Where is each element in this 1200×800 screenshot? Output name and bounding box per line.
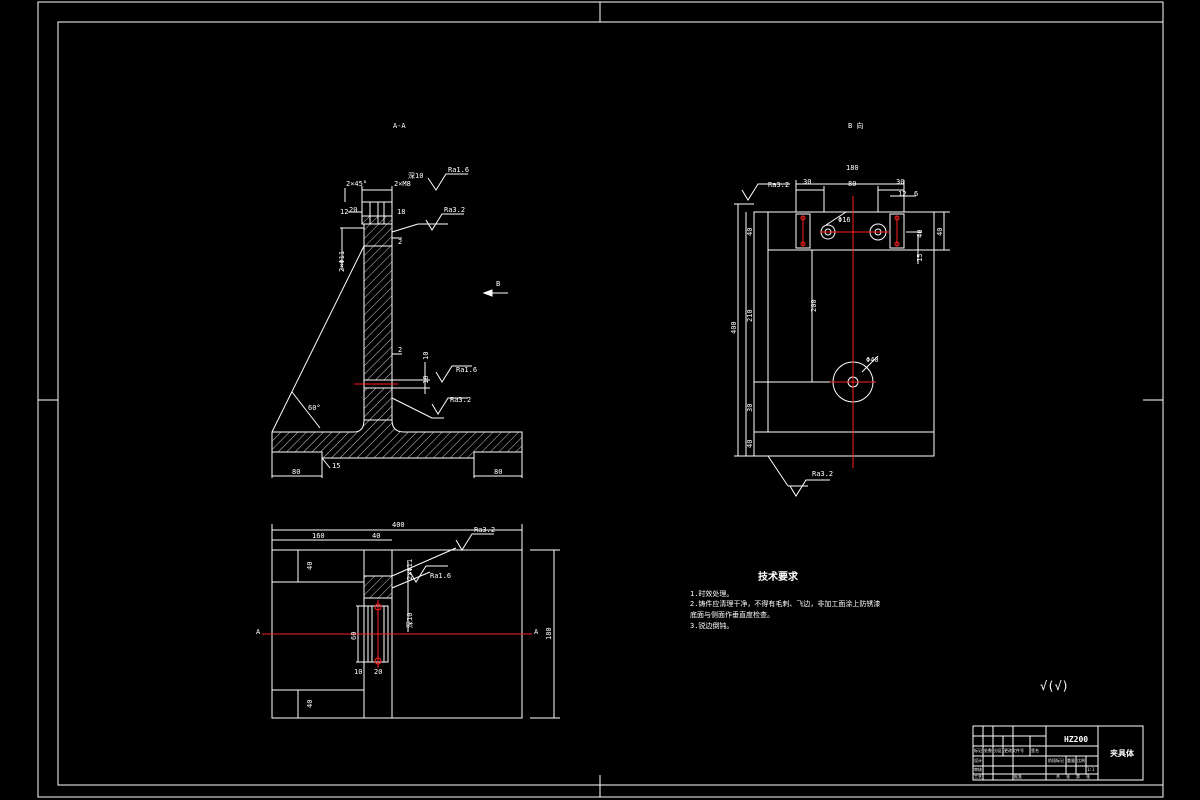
view-direction-letter: B bbox=[496, 280, 500, 288]
front-dim-center: 200 bbox=[810, 299, 818, 312]
tb-cell: 阶段标记 bbox=[1048, 757, 1064, 763]
tb-cell: 1:1 bbox=[1087, 767, 1095, 772]
top-dim-slot-left: 10 bbox=[354, 668, 362, 676]
rough-r3: Ra1.6 bbox=[456, 366, 477, 374]
top-slot-centers bbox=[374, 600, 382, 668]
roughness-symbols-top bbox=[409, 533, 494, 583]
direction-label: B 向 bbox=[848, 121, 863, 130]
top-dim-h-top: 40 bbox=[306, 562, 314, 570]
top-dim-h-bottom: 40 bbox=[306, 700, 314, 708]
dim-foot-left: 80 bbox=[292, 468, 300, 476]
dim-foot-right: 80 bbox=[494, 468, 502, 476]
tech-title: 技术要求 bbox=[758, 570, 799, 583]
rough-r1: Ra1.6 bbox=[448, 166, 469, 174]
front-dim-overall: 180 bbox=[846, 164, 859, 172]
front-view bbox=[734, 180, 950, 487]
roughness-general-symbol: √(√) bbox=[1040, 679, 1069, 693]
dim-w-small2: 20 bbox=[349, 206, 357, 214]
rough-r8: Ra1.6 bbox=[430, 572, 451, 580]
dim-chamfer-left: 2×45° bbox=[346, 180, 367, 188]
tech-line-3: 底面与侧面作垂直度检查。 bbox=[690, 610, 774, 619]
tb-cell: 签名 bbox=[1031, 747, 1039, 753]
tb-cell: 审核 bbox=[974, 766, 982, 772]
front-dim-left-total: 400 bbox=[730, 321, 738, 334]
rough-r2: Ra3.2 bbox=[444, 206, 465, 214]
front-dim-right-h: 40 bbox=[936, 228, 944, 236]
top-dim-overall: 400 bbox=[392, 521, 405, 529]
title-block-cells: 标记 处数 分区 更改文件号 签名 设计 审核 工艺 批准 阶段标记 重量 比例… bbox=[974, 747, 1095, 779]
tb-cell: 批准 bbox=[1014, 773, 1022, 779]
front-dim-small-r1: 12 bbox=[898, 190, 906, 198]
title-block-code: HZ200 bbox=[1064, 735, 1088, 744]
dim-angle: 60° bbox=[308, 404, 321, 412]
front-big-hole-label: Φ40 bbox=[866, 356, 879, 364]
tb-cell: 比例 bbox=[1077, 757, 1085, 763]
rough-r4: Ra3.2 bbox=[450, 396, 471, 404]
sheet-border bbox=[37, 1, 1164, 798]
title-block-name: 夹具体 bbox=[1110, 748, 1135, 758]
side-view bbox=[271, 186, 523, 478]
dim-gap2: 2 bbox=[398, 346, 402, 354]
top-dim-slot-w: 2×Φ11 bbox=[406, 559, 414, 580]
dim-w-small1: 12 bbox=[340, 208, 348, 216]
top-dim-slot-right: 20 bbox=[374, 668, 382, 676]
dim-chamfer-right: 2×M8 bbox=[394, 180, 411, 188]
top-dim-slot-v: 60 bbox=[350, 632, 358, 640]
dim-v-small2: 18 bbox=[422, 376, 430, 384]
front-dim-small-v: 15 bbox=[916, 254, 924, 262]
top-dim-w2: 40 bbox=[372, 532, 380, 540]
section-label: A-A bbox=[393, 122, 406, 130]
front-dim-top-h2: 40 bbox=[916, 230, 924, 238]
top-dim-w1: 160 bbox=[312, 532, 325, 540]
title-block bbox=[972, 725, 1144, 781]
rough-r5: Ra3.2 bbox=[474, 526, 495, 534]
view-direction-arrow bbox=[482, 289, 508, 297]
tb-cell: 分区 bbox=[994, 747, 1002, 753]
tech-line-2: 2.铸件应清理干净，不得有毛刺、飞边，非加工面涂上防锈漆 bbox=[690, 599, 880, 608]
front-dim-left-bottom: 40 bbox=[746, 440, 754, 448]
tb-cell: 工艺 bbox=[974, 774, 982, 779]
rough-r6: Ra3.2 bbox=[768, 181, 789, 189]
front-center-lines bbox=[800, 196, 900, 468]
tech-line-4: 3.锐边倒钝。 bbox=[690, 621, 733, 630]
front-dim-left-low: 30 bbox=[746, 404, 754, 412]
section-mark-left: A bbox=[256, 628, 261, 636]
tb-cell: 张 bbox=[1086, 773, 1090, 779]
front-dim-left-mid: 210 bbox=[746, 309, 754, 322]
section-mark-right: A bbox=[534, 628, 539, 636]
front-dim-right-off: 30 bbox=[896, 178, 904, 186]
top-view bbox=[271, 524, 560, 719]
front-dim-mid: 80 bbox=[848, 180, 856, 188]
front-hole-label: Φ16 bbox=[838, 216, 851, 224]
tb-cell: 更改文件号 bbox=[1004, 747, 1024, 753]
top-dim-depth: 深10 bbox=[405, 613, 414, 628]
rough-r7: Ra3.2 bbox=[812, 470, 833, 478]
roughness-symbols-side bbox=[425, 173, 472, 415]
dim-gap1: 2 bbox=[398, 238, 402, 246]
tb-cell: 标记 bbox=[974, 747, 982, 753]
tb-cell: 处数 bbox=[984, 747, 992, 753]
front-dim-top-h: 40 bbox=[746, 228, 754, 236]
dim-v-small: 10 bbox=[422, 352, 430, 360]
top-dim-h-total: 180 bbox=[545, 627, 553, 640]
dim-foot-mid: 15 bbox=[332, 462, 340, 470]
front-dim-left-off: 30 bbox=[803, 178, 811, 186]
front-dim-small-r2: 6 bbox=[914, 190, 918, 198]
dim-w-small3: 18 bbox=[397, 208, 405, 216]
roughness-symbols-front bbox=[741, 183, 830, 497]
tb-cell: 第 bbox=[1076, 773, 1080, 779]
dim-v-hole: 2×Φ11 bbox=[338, 251, 346, 272]
tb-cell: 共 bbox=[1056, 773, 1060, 779]
tb-cell: 重量 bbox=[1067, 757, 1075, 763]
tb-cell: 张 bbox=[1066, 773, 1070, 779]
tech-line-1: 1.时效处理。 bbox=[690, 589, 733, 598]
tb-cell: 设计 bbox=[974, 757, 982, 763]
dim-depth-note: 深10 bbox=[408, 171, 423, 180]
